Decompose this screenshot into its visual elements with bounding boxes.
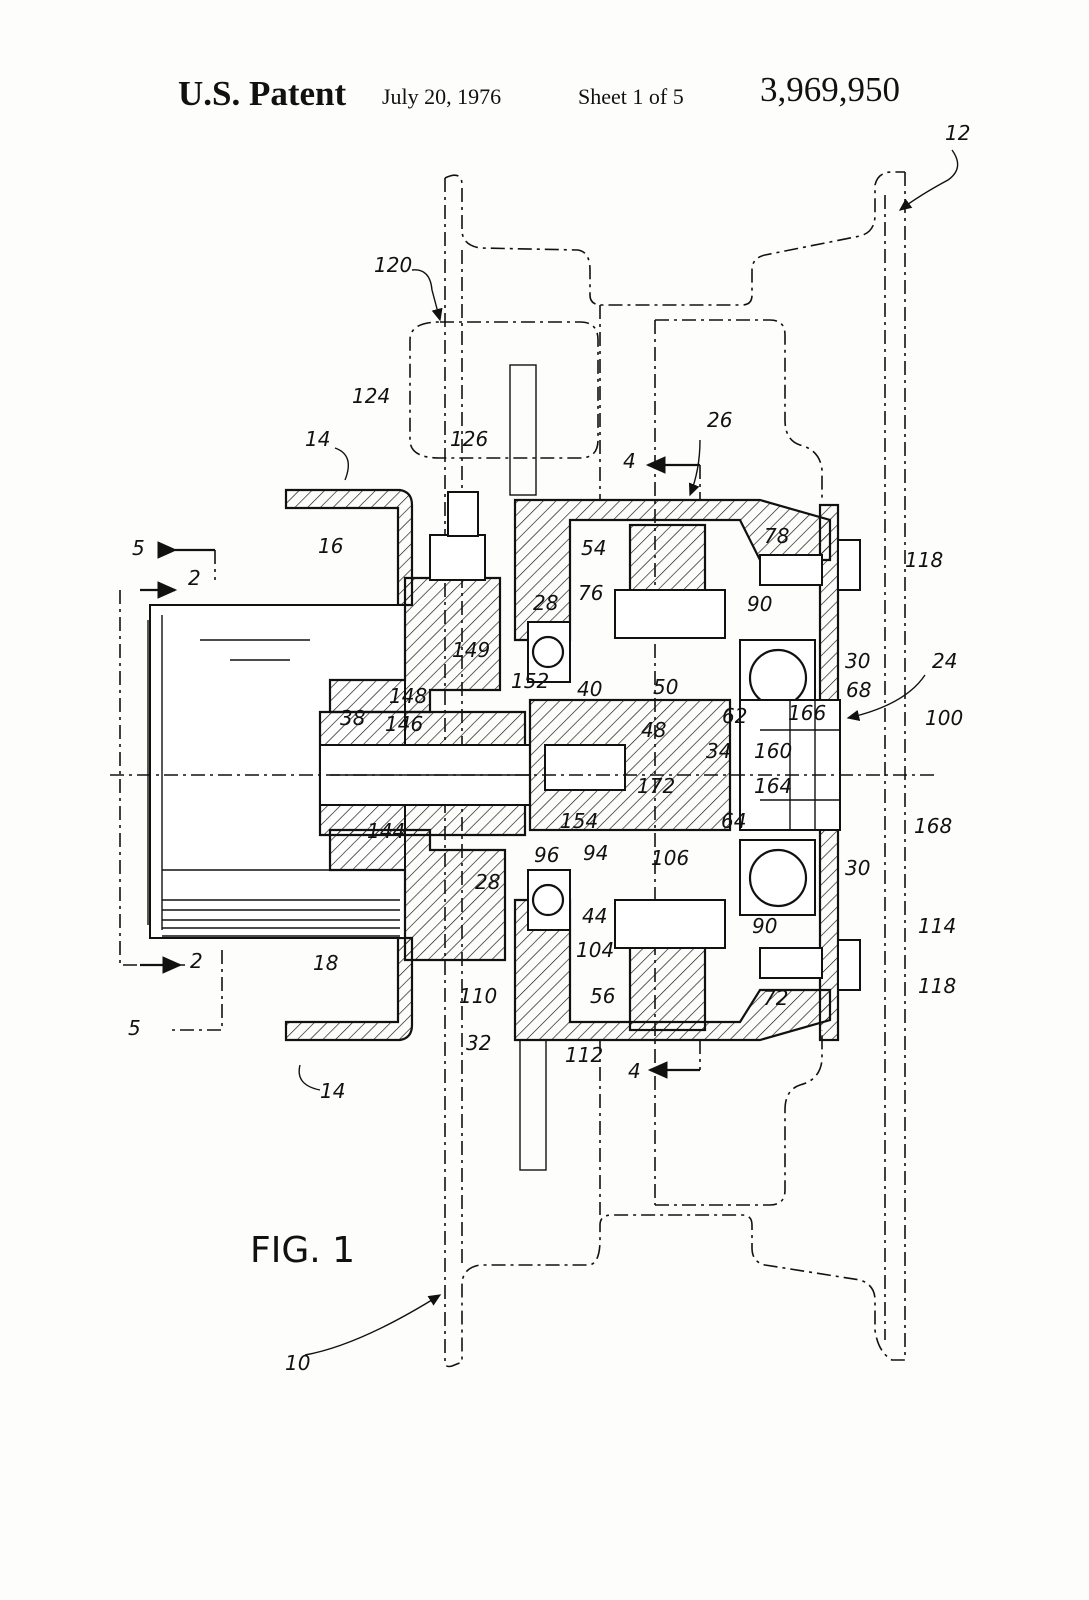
ref-10: 10 <box>285 1351 310 1375</box>
ref-94: 94 <box>583 841 608 865</box>
ref-120: 120 <box>374 253 412 277</box>
ref-56: 56 <box>590 984 615 1008</box>
ref-5-top: 5 <box>132 536 145 560</box>
section-lines <box>119 456 701 1079</box>
ref-38: 38 <box>340 706 365 730</box>
ref-48: 48 <box>641 718 666 742</box>
ref-18: 18 <box>313 951 338 975</box>
ref-32: 32 <box>466 1031 491 1055</box>
bolts <box>759 539 861 991</box>
ref-14-bottom: 14 <box>320 1079 345 1103</box>
ref-2-top: 2 <box>188 566 201 590</box>
header-sheet: Sheet 1 of 5 <box>578 84 684 109</box>
shaft <box>318 710 531 837</box>
ref-149: 149 <box>452 638 490 662</box>
ref-124: 124 <box>352 384 390 408</box>
ref-112: 112 <box>565 1043 603 1067</box>
ref-34: 34 <box>706 739 731 763</box>
ref-24: 24 <box>932 649 957 673</box>
ref-168: 168 <box>914 814 952 838</box>
ref-4-bottom: 4 <box>628 1059 641 1083</box>
figure-label: FIG. 1 <box>250 1230 355 1271</box>
bearings <box>527 621 816 931</box>
reference-numerals: 10 12 14 14 16 18 2 2 5 5 4 4 24 26 28 2… <box>128 121 970 1375</box>
ref-172: 172 <box>637 774 675 798</box>
ref-104: 104 <box>576 938 614 962</box>
ref-14-top: 14 <box>305 427 330 451</box>
ref-90-bottom: 90 <box>752 914 777 938</box>
ref-4-top: 4 <box>623 449 636 473</box>
ref-64: 64 <box>721 809 746 833</box>
ref-26: 26 <box>707 408 732 432</box>
ref-118-bottom: 118 <box>918 974 956 998</box>
sun-gear-hub <box>528 698 841 832</box>
ref-118-top: 118 <box>905 548 943 572</box>
ref-114: 114 <box>918 914 956 938</box>
ref-154: 154 <box>560 809 598 833</box>
ref-28-top: 28 <box>533 591 558 615</box>
ref-68: 68 <box>846 678 871 702</box>
ref-30-bottom: 30 <box>845 856 870 880</box>
ref-40: 40 <box>577 677 602 701</box>
ref-106: 106 <box>651 846 689 870</box>
ref-72: 72 <box>763 986 788 1010</box>
header-date: July 20, 1976 <box>382 84 502 109</box>
ref-90-top: 90 <box>747 592 772 616</box>
ref-76: 76 <box>578 581 603 605</box>
ref-62: 62 <box>722 704 747 728</box>
ref-96: 96 <box>534 843 559 867</box>
ref-12: 12 <box>945 121 970 145</box>
ref-5-bottom: 5 <box>128 1016 141 1040</box>
ref-44: 44 <box>582 904 607 928</box>
planet-gears <box>614 523 726 1032</box>
header-title: U.S. Patent <box>178 74 347 113</box>
ref-144: 144 <box>367 819 405 843</box>
hub-section <box>328 491 507 962</box>
ref-110: 110 <box>459 984 497 1008</box>
ref-16: 16 <box>318 534 343 558</box>
ref-152: 152 <box>511 669 549 693</box>
ref-78: 78 <box>764 524 789 548</box>
ref-50: 50 <box>653 675 678 699</box>
ref-160: 160 <box>754 739 792 763</box>
ref-126: 126 <box>450 427 488 451</box>
leader-lines <box>298 149 959 1356</box>
ref-146: 146 <box>385 712 423 736</box>
ref-100: 100 <box>925 706 963 730</box>
ref-30-top: 30 <box>845 649 870 673</box>
header-patent-number: 3,969,950 <box>760 70 900 109</box>
ref-54: 54 <box>581 536 606 560</box>
ref-166: 166 <box>788 701 826 725</box>
ref-2-bottom: 2 <box>190 949 203 973</box>
ref-164: 164 <box>754 774 792 798</box>
support-bracket <box>284 488 414 1042</box>
ref-148: 148 <box>389 684 427 708</box>
ref-28-bottom: 28 <box>475 870 500 894</box>
